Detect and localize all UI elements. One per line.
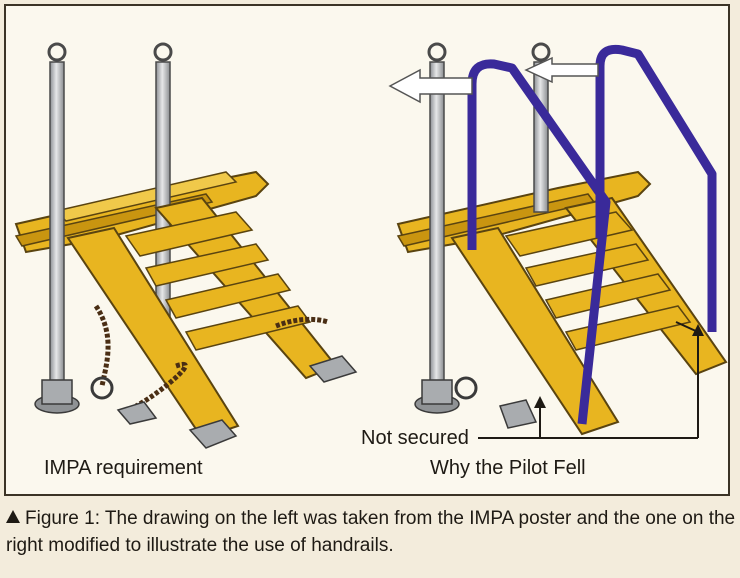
- left-drawing-label: IMPA requirement: [44, 457, 203, 480]
- right-drawing-label: Why the Pilot Fell: [430, 457, 586, 480]
- triangle-up-icon: [6, 510, 20, 523]
- right-ladder-drawing: [390, 44, 726, 438]
- accommodation-ladder-illustration: [6, 6, 728, 494]
- left-ladder-drawing: [16, 44, 356, 448]
- caption-text: Figure 1: The drawing on the left was ta…: [6, 508, 735, 556]
- not-secured-label: Not secured: [361, 427, 469, 450]
- illustration-panel: Not secured IMPA requirement Why the Pil…: [4, 4, 730, 496]
- figure-caption: Figure 1: The drawing on the left was ta…: [6, 505, 736, 559]
